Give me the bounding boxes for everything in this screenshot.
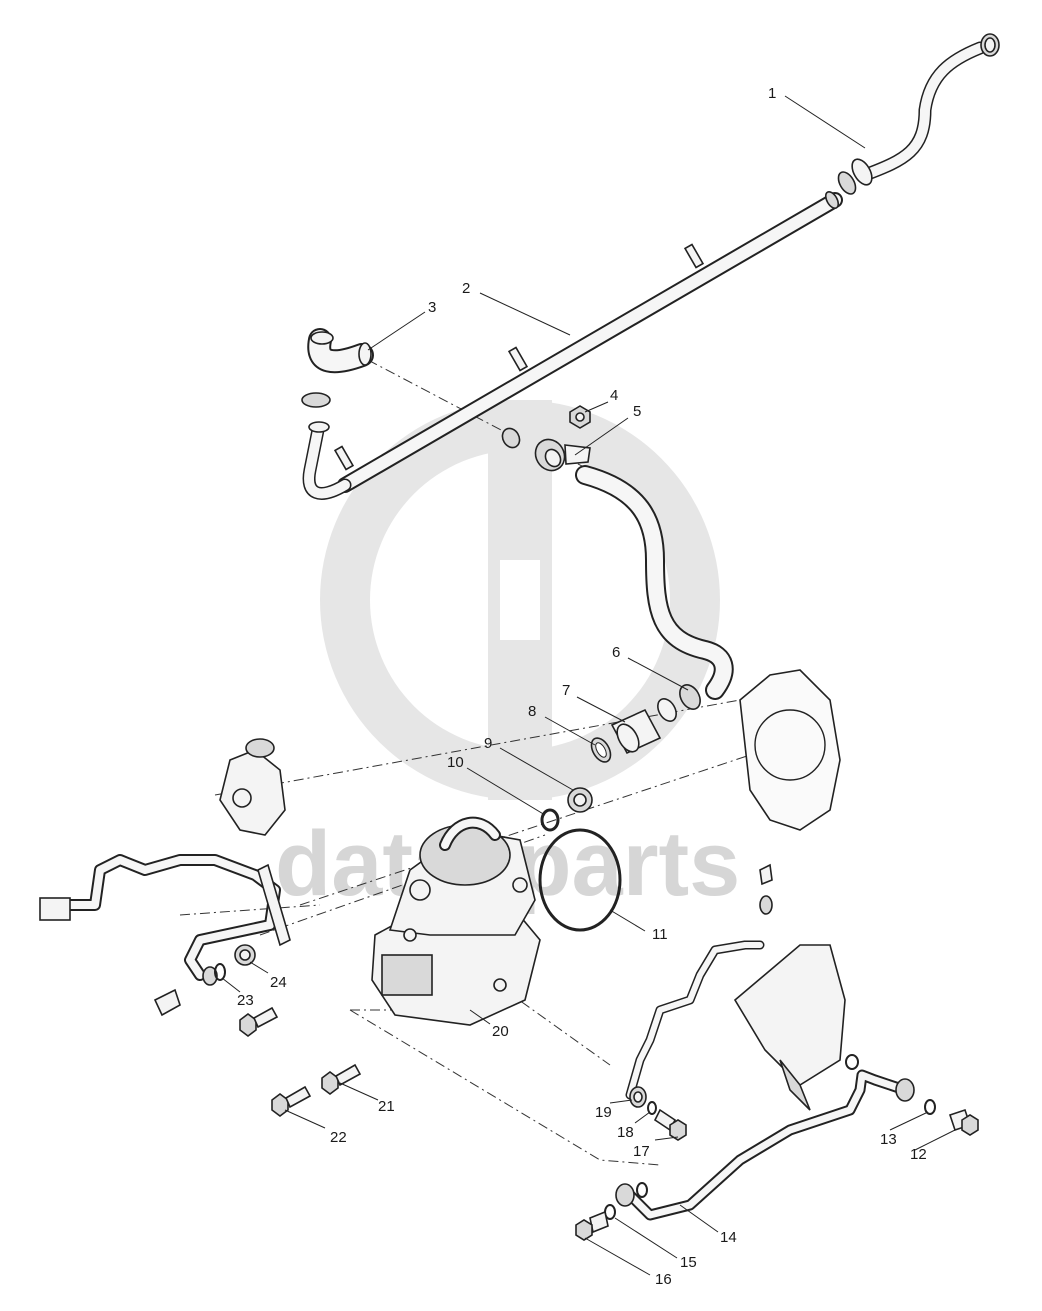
watermark-logo-gap <box>500 560 540 640</box>
part-8-hose-clamp <box>590 737 612 763</box>
callout-13: 13 <box>880 1131 897 1148</box>
callout-1: 1 <box>768 85 776 102</box>
leader-lines <box>221 95 956 1276</box>
part-14-oil-return-pipe <box>615 1054 915 1221</box>
thermostat-housing <box>219 738 286 836</box>
part-20-air-compressor <box>371 816 541 1026</box>
part-18-washer <box>647 1101 657 1115</box>
part-21-bolt <box>321 1063 362 1095</box>
callout-20: 20 <box>492 1023 509 1040</box>
lower-coolant-hose <box>575 465 734 700</box>
gear-housing-plate <box>739 669 841 831</box>
callout-17: 17 <box>633 1143 650 1160</box>
part-3-elbow-hose <box>301 328 374 408</box>
part-11-large-seal-ring <box>538 828 622 932</box>
part-23-banjo-washer <box>153 963 226 1017</box>
callout-19: 19 <box>595 1104 612 1121</box>
callout-6: 6 <box>612 644 620 661</box>
part-13-washer <box>924 1099 936 1115</box>
part-5-bracket-clamp <box>501 427 591 472</box>
callout-8: 8 <box>528 703 536 720</box>
callout-12: 12 <box>910 1146 927 1163</box>
callout-10: 10 <box>447 754 464 771</box>
part-9-fitting <box>567 787 593 813</box>
callout-labels: 1 2 3 4 5 6 7 8 9 10 11 12 13 14 15 16 1… <box>237 85 927 1288</box>
part-24-fitting <box>234 944 256 966</box>
callout-22: 22 <box>330 1129 347 1146</box>
callout-14: 14 <box>720 1229 737 1246</box>
part-7-sleeve <box>610 708 662 755</box>
part-19-banjo-fitting <box>629 1086 647 1108</box>
callout-9: 9 <box>484 735 492 752</box>
callout-16: 16 <box>655 1271 672 1288</box>
bolt-left <box>239 1006 279 1037</box>
oil-feed-line <box>625 863 773 1100</box>
callout-21: 21 <box>378 1098 395 1115</box>
part-10-o-ring <box>540 808 560 832</box>
part-2-coolant-tube <box>302 191 843 500</box>
callout-15: 15 <box>680 1254 697 1271</box>
callout-3: 3 <box>428 299 436 316</box>
part-16-banjo-bolt <box>575 1210 609 1241</box>
part-1-upper-hose <box>837 33 1000 195</box>
left-coolant-pipe <box>39 854 291 981</box>
callout-7: 7 <box>562 682 570 699</box>
part-6-hose-end <box>657 684 701 722</box>
callout-23: 23 <box>237 992 254 1009</box>
callout-24: 24 <box>270 974 287 991</box>
callout-5: 5 <box>633 403 641 420</box>
part-17-banjo-bolt <box>653 1108 687 1141</box>
mounting-bracket <box>733 944 846 1111</box>
part-4-nut <box>569 405 591 429</box>
part-12-banjo-bolt <box>948 1108 979 1136</box>
callout-11: 11 <box>652 926 668 943</box>
callout-4: 4 <box>610 387 618 404</box>
callout-2: 2 <box>462 280 470 297</box>
callout-18: 18 <box>617 1124 634 1141</box>
part-22-bolt <box>271 1085 312 1117</box>
